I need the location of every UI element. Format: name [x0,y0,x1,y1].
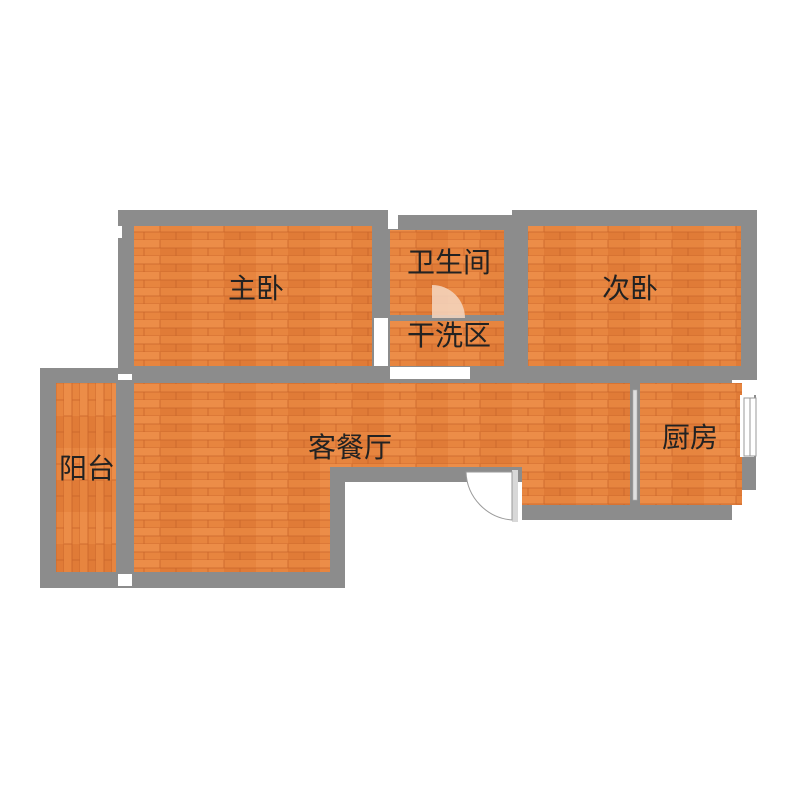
laundry-floor [390,321,504,366]
balcony-label: 阳台 [59,452,115,485]
kitchen-floor [640,383,742,505]
laundry-label: 干洗区 [407,319,491,352]
balcony-floor [56,383,116,572]
entrance-door [465,470,518,522]
bathroom-label: 卫生间 [407,246,491,279]
second-bedroom-floor [528,226,741,366]
floors [56,226,742,572]
living-dining-label: 客餐厅 [308,431,392,464]
kitchen-label: 厨房 [662,421,718,454]
kitchen-window [743,397,757,457]
room-labels: 主卧 卫生间 干洗区 次卧 客餐厅 厨房 阳台 [59,246,718,485]
master-bedroom-label: 主卧 [228,272,284,305]
second-bedroom-label: 次卧 [602,272,658,305]
living-dining-floor [134,383,630,572]
master-bedroom-floor [134,226,372,366]
kitchen-sliding-door [632,389,638,501]
bathroom-door [432,285,465,318]
